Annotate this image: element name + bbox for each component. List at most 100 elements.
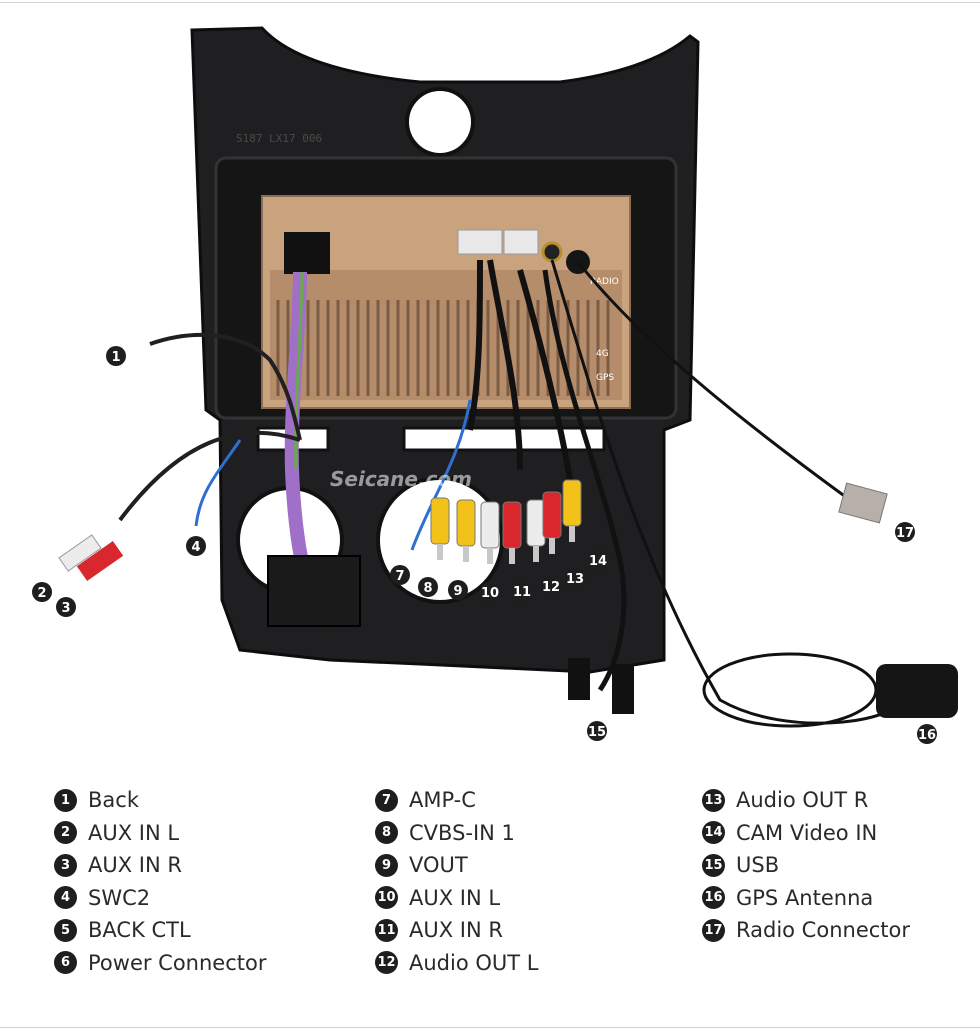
callout-marker-7: 7 — [390, 565, 410, 585]
callout-number: 11 — [513, 585, 531, 600]
legend-label: Audio OUT R — [736, 788, 869, 813]
legend-number-badge: 2 — [54, 821, 77, 845]
callout-number: 8 — [423, 581, 432, 596]
legend-label: GPS Antenna — [736, 885, 874, 910]
legend-item-2: 2 AUX IN L — [54, 817, 266, 850]
rca-plug — [526, 499, 546, 547]
rca-plug — [542, 491, 562, 539]
legend-number-badge: 9 — [375, 853, 398, 877]
top-divider — [0, 2, 980, 3]
legend-label: CVBS-IN 1 — [409, 820, 515, 845]
callout-number: 13 — [566, 572, 584, 587]
rca-socket-left — [457, 229, 503, 255]
harness-bundle — [284, 271, 312, 574]
callout-number: 7 — [395, 569, 404, 584]
legend-item-12: 12 Audio OUT L — [375, 947, 538, 980]
rca-plug — [502, 501, 522, 549]
legend-number-badge: 12 — [375, 951, 398, 975]
legend-number-badge: 8 — [375, 821, 398, 845]
callout-marker-3: 3 — [56, 597, 76, 617]
legend-label: Power Connector — [88, 950, 267, 975]
callout-marker-16: 16 — [917, 724, 937, 744]
callout-number: 15 — [588, 725, 606, 740]
legend-item-16: 16 GPS Antenna — [702, 882, 910, 915]
callout-marker-13: 13 — [565, 568, 585, 588]
rca-plug — [456, 499, 476, 547]
legend-label: SWC2 — [88, 885, 151, 910]
legend-number-badge: 17 — [702, 918, 725, 942]
harness-bundle-stripes — [294, 271, 304, 471]
callout-marker-10: 10 — [480, 582, 500, 602]
legend-number-badge: 7 — [375, 788, 398, 812]
callout-circle — [186, 536, 206, 556]
port-label-radio: RADIO — [590, 277, 619, 287]
frame-serial: S187 LX17 006 — [236, 132, 322, 145]
legend-label: Back — [88, 788, 139, 813]
callout-circle — [56, 597, 76, 617]
legend-number-badge: 16 — [702, 886, 725, 910]
callout-circle — [480, 582, 500, 602]
legend-label: AMP-C — [409, 788, 476, 813]
frame-slot-right — [402, 426, 606, 452]
callout-marker-4: 4 — [186, 536, 206, 556]
legend-number-badge: 11 — [375, 918, 398, 942]
callout-marker-1: 1 — [106, 346, 126, 366]
callout-number: 2 — [37, 586, 46, 601]
callout-circle — [917, 724, 937, 744]
callout-marker-14: 14 — [588, 550, 608, 570]
callout-marker-15: 15 — [587, 721, 607, 741]
legend-label: Audio OUT L — [409, 950, 539, 975]
callout-number: 9 — [453, 584, 462, 599]
callout-marker-17: 17 — [895, 522, 915, 542]
callout-circle — [32, 582, 52, 602]
legend-number-badge: 1 — [54, 788, 77, 812]
rca-plug-tip — [549, 538, 555, 554]
rca-plug-tip — [509, 548, 515, 564]
rca-socket-right — [503, 229, 539, 255]
legend-number-badge: 3 — [54, 853, 77, 877]
callout-circle — [565, 568, 585, 588]
callout-circle — [418, 577, 438, 597]
callout-circle — [541, 576, 561, 596]
callout-marker-9: 9 — [448, 580, 468, 600]
callout-circle — [106, 346, 126, 366]
cable-radio — [576, 261, 851, 502]
legend-label: VOUT — [409, 853, 468, 878]
bottom-divider — [0, 1027, 980, 1028]
callout-number: 17 — [896, 526, 914, 541]
gps-port — [541, 241, 563, 263]
gps-cable-coil — [702, 652, 878, 728]
frame-top-hole — [405, 87, 475, 157]
cable-swc — [194, 439, 242, 527]
cable-gps — [550, 259, 902, 725]
rca-plug — [430, 497, 450, 545]
radio-connector-plug — [838, 482, 888, 524]
legend-label: BACK CTL — [88, 918, 191, 943]
aux-in-l-plug — [58, 534, 102, 572]
usb-plug-a — [568, 658, 590, 700]
legend-label: AUX IN L — [88, 820, 180, 845]
rca-plug — [562, 479, 582, 527]
port-label-4g: 4G — [596, 349, 609, 359]
wiring-diagram: S187 LX17 006 RADIO 4G GPS Seicane.com 1… — [32, 26, 958, 744]
cable-usb — [542, 269, 627, 692]
callout-circle — [390, 565, 410, 585]
legend-item-9: 9 VOUT — [375, 849, 538, 882]
rca-bundle — [467, 259, 573, 481]
callout-marker-6: 6 — [323, 630, 333, 649]
callout-circle — [895, 522, 915, 542]
gps-antenna — [876, 664, 958, 718]
rca-plug-tip — [487, 548, 493, 564]
rca-plug-tip — [463, 546, 469, 562]
power-connector-plug — [267, 555, 361, 627]
callout-number: 14 — [589, 554, 607, 569]
legend-label: USB — [736, 853, 780, 878]
callout-number: 3 — [61, 601, 70, 616]
rca-plug-tip — [569, 526, 575, 542]
legend-item-1: 1 Back — [54, 784, 266, 817]
